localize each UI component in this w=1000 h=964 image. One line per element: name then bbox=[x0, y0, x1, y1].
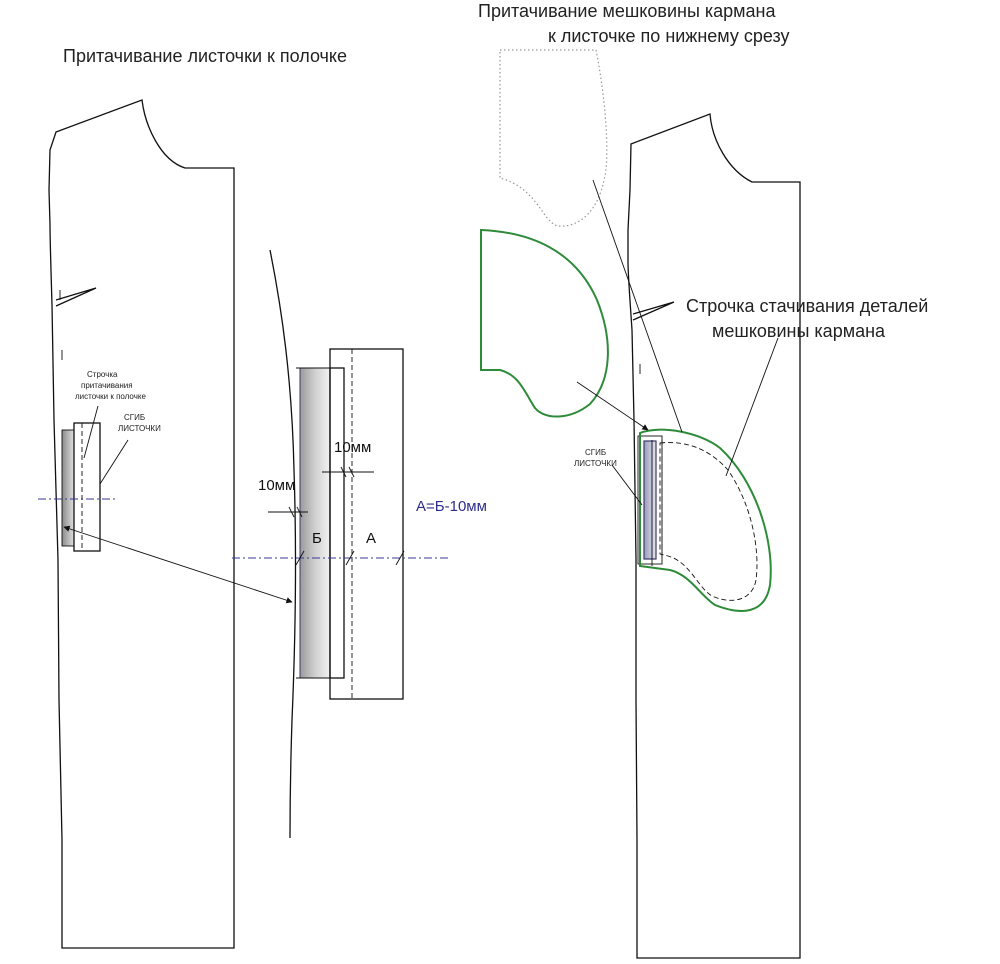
title-right-line1: Притачивание мешковины кармана bbox=[478, 1, 776, 21]
stitch-label-line2: притачивания bbox=[81, 381, 133, 390]
pointer-to-bag bbox=[592, 179, 683, 433]
fold-right-label-line1: СГИБ bbox=[585, 448, 606, 457]
pointer-fold bbox=[611, 464, 643, 506]
enlarged-detail bbox=[232, 249, 450, 839]
left-front-panel bbox=[38, 99, 235, 949]
pointer-stitch bbox=[725, 337, 779, 477]
fold-right-label-line2: ЛИСТОЧКИ bbox=[574, 459, 617, 468]
right-front-panel bbox=[627, 113, 801, 959]
pocket-stitch-label-line1: Строчка стачивания деталей bbox=[686, 296, 928, 316]
fold-label-line1: СГИБ bbox=[124, 413, 145, 422]
letter-b: Б bbox=[312, 530, 322, 547]
pocket-bag-green bbox=[480, 228, 609, 418]
formula-label: А=Б-10мм bbox=[416, 498, 487, 515]
stitch-label-line3: листочки к полочке bbox=[75, 392, 146, 401]
pocket-stitch-label-line2: мешковины кармана bbox=[712, 321, 886, 341]
fold-label-line2: ЛИСТОЧКИ bbox=[118, 424, 161, 433]
detail-arrow bbox=[63, 525, 293, 604]
pocket-bag-dotted bbox=[499, 49, 608, 227]
dim-left-label: 10мм bbox=[258, 477, 295, 494]
title-right-line2: к листочке по нижнему срезу bbox=[548, 26, 790, 46]
pointer-to-welt bbox=[576, 381, 649, 431]
stitch-label-line1: Строчка bbox=[87, 370, 118, 379]
title-left: Притачивание листочки к полочке bbox=[63, 46, 347, 66]
letter-a: А bbox=[366, 530, 376, 547]
dim-top-label: 10мм bbox=[334, 439, 371, 456]
